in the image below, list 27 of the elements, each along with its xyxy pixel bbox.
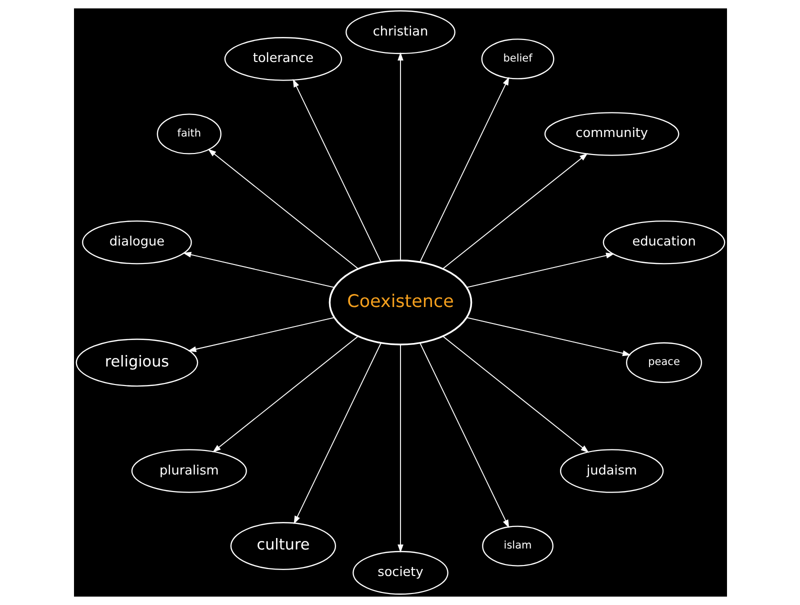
node-ellipse: culture — [230, 522, 336, 570]
arrow — [419, 76, 509, 262]
arrow — [397, 344, 403, 553]
arrow — [212, 336, 358, 452]
arrow — [207, 148, 358, 270]
arrow — [442, 336, 589, 453]
node-ellipse: pluralism — [130, 449, 246, 493]
node-ellipse: education — [602, 220, 725, 264]
node-ellipse: community — [544, 112, 679, 156]
arrow — [187, 317, 334, 352]
node-ellipse: society — [352, 550, 448, 595]
node-ellipse: tolerance — [224, 37, 342, 81]
node-ellipse: peace — [626, 342, 702, 383]
arrow — [293, 342, 381, 524]
node-ellipse: belief — [480, 38, 554, 80]
arrow — [442, 153, 588, 270]
arrow — [466, 252, 614, 288]
arrow — [466, 317, 630, 356]
arrow — [182, 252, 334, 288]
node-ellipse: christian — [345, 10, 455, 54]
node-ellipse: faith — [156, 114, 221, 154]
arrow — [292, 78, 381, 262]
node-ellipse: islam — [482, 526, 553, 566]
node-ellipse: judaism — [560, 449, 664, 493]
node-ellipse: Coexistence — [328, 260, 472, 346]
arrow — [397, 52, 403, 261]
arrow — [419, 342, 509, 528]
